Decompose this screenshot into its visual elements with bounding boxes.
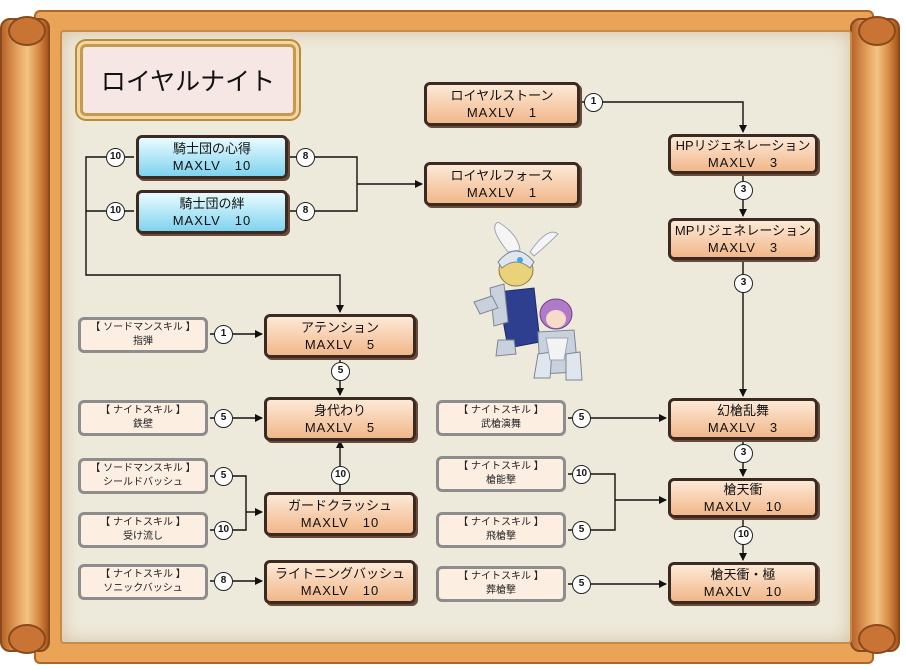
skill-max-level: MAXLV 10 (300, 583, 380, 598)
scroll-roll-left (0, 16, 50, 654)
badge-level: 5 (214, 409, 233, 428)
royal-knight-characters-image (473, 222, 583, 381)
prereq-sonic-bash[interactable]: 【 ナイトスキル 】 ソニックバッシュ (78, 564, 208, 600)
skill-max-level: MAXLV 5 (304, 337, 376, 352)
skill-max-level: MAXLV 10 (172, 158, 252, 173)
skill-name: ロイヤルストーン (450, 88, 554, 103)
skill-name: 幻槍乱舞 (716, 403, 769, 418)
badge-level: 10 (106, 202, 125, 221)
skill-guard-crash[interactable]: ガードクラッシュ MAXLV 10 (264, 492, 416, 536)
badge-level: 3 (734, 181, 753, 200)
prereq-name: 槍能撃 (486, 475, 516, 486)
skill-hp-regeneration[interactable]: HPリジェネレーション MAXLV 3 (668, 134, 818, 174)
skill-souten-kou[interactable]: 槍天衝 MAXLV 10 (668, 478, 818, 518)
badge-level: 5 (572, 521, 591, 540)
badge-level: 3 (734, 274, 753, 293)
prereq-name: 武槍演舞 (481, 419, 521, 430)
skill-royal-force[interactable]: ロイヤルフォース MAXLV 1 (424, 162, 580, 206)
skill-max-level: MAXLV 10 (300, 515, 380, 530)
badge-level: 5 (572, 575, 591, 594)
badge-level: 10 (572, 465, 591, 484)
prereq-category: 【 ソードマンスキル 】 (90, 463, 196, 474)
prereq-ukenagashi[interactable]: 【 ナイトスキル 】 受け流し (78, 512, 208, 548)
skill-name: 槍天衝・極 (710, 567, 776, 582)
skill-name: 騎士団の心得 (172, 141, 251, 156)
skill-max-level: MAXLV 3 (707, 155, 779, 170)
connector-stone-hp (582, 101, 747, 133)
connector-left-attention (85, 211, 344, 313)
skill-name: MPリジェネレーション (674, 223, 812, 238)
prereq-shidan[interactable]: 【 ソードマンスキル 】 指弾 (78, 317, 208, 353)
skill-max-level: MAXLV 10 (172, 213, 252, 228)
badge-level: 1 (214, 325, 233, 344)
skill-gensou-ranbu[interactable]: 幻槍乱舞 MAXLV 3 (668, 398, 818, 440)
badge-level: 3 (734, 444, 753, 463)
skill-max-level: MAXLV 3 (707, 240, 779, 255)
skill-migawari[interactable]: 身代わり MAXLV 5 (264, 397, 416, 441)
skill-mp-regeneration[interactable]: MPリジェネレーション MAXLV 3 (668, 218, 818, 260)
skill-name: アテンション (300, 320, 379, 335)
badge-level: 5 (214, 467, 233, 486)
badge-level: 10 (106, 148, 125, 167)
skill-souten-kou-goku[interactable]: 槍天衝・極 MAXLV 10 (668, 562, 818, 604)
badge-level: 5 (331, 362, 350, 381)
skill-kishidan-kizuna[interactable]: 騎士団の絆 MAXLV 10 (136, 190, 288, 234)
prereq-shield-bash[interactable]: 【 ソードマンスキル 】 シールドバッシュ (78, 458, 208, 494)
scroll-roll-cap (8, 624, 46, 654)
prereq-souno-geki[interactable]: 【 ナイトスキル 】 槍能撃 (436, 456, 566, 492)
badge-level: 8 (296, 148, 315, 167)
prereq-category: 【 ナイトスキル 】 (100, 569, 186, 580)
prereq-sousou-geki[interactable]: 【 ナイトスキル 】 葬槍撃 (436, 566, 566, 602)
prereq-hisou-geki[interactable]: 【 ナイトスキル 】 飛槍撃 (436, 512, 566, 548)
skill-royal-stone[interactable]: ロイヤルストーン MAXLV 1 (424, 82, 580, 126)
skill-lightning-bash[interactable]: ライトニングバッシュ MAXLV 10 (264, 560, 416, 604)
prereq-category: 【 ソードマンスキル 】 (90, 322, 196, 333)
prereq-category: 【 ナイトスキル 】 (100, 517, 186, 528)
prereq-name: 指弾 (133, 336, 153, 347)
prereq-name: ソニックバッシュ (103, 583, 183, 594)
prereq-name: 鉄壁 (133, 419, 153, 430)
prereq-category: 【 ナイトスキル 】 (458, 461, 544, 472)
prereq-name: シールドバッシュ (103, 477, 183, 488)
prereq-category: 【 ナイトスキル 】 (458, 517, 544, 528)
prereq-name: 飛槍撃 (486, 531, 516, 542)
scroll-roll-cap (8, 16, 46, 46)
skill-attention[interactable]: アテンション MAXLV 5 (264, 314, 416, 358)
skill-name: ロイヤルフォース (450, 168, 554, 183)
skill-max-level: MAXLV 10 (703, 584, 783, 599)
skill-max-level: MAXLV 1 (466, 185, 538, 200)
skill-max-level: MAXLV 1 (466, 105, 538, 120)
prereq-category: 【 ナイトスキル 】 (458, 405, 544, 416)
skill-kishidan-kokoroe[interactable]: 騎士団の心得 MAXLV 10 (136, 135, 288, 179)
connector-souno-hisou (568, 473, 616, 531)
prereq-name: 受け流し (123, 531, 163, 542)
badge-level: 10 (734, 526, 753, 545)
skill-name: 身代わり (313, 403, 366, 418)
badge-level: 8 (296, 202, 315, 221)
skill-name: 騎士団の絆 (179, 196, 245, 211)
badge-level: 10 (214, 521, 233, 540)
scroll-roll-cap (858, 16, 896, 46)
skill-name: HPリジェネレーション (675, 138, 811, 153)
badge-level: 8 (214, 572, 233, 591)
badge-level: 5 (572, 409, 591, 428)
skill-name: ガードクラッシュ (287, 498, 392, 513)
skill-max-level: MAXLV 5 (304, 420, 376, 435)
badge-level: 10 (331, 466, 350, 485)
scroll-roll-cap (858, 624, 896, 654)
prereq-busou-enbu[interactable]: 【 ナイトスキル 】 武槍演舞 (436, 400, 566, 436)
badge-level: 1 (584, 93, 603, 112)
prereq-teppeki[interactable]: 【 ナイトスキル 】 鉄壁 (78, 400, 208, 436)
prereq-name: 葬槍撃 (486, 585, 516, 596)
skill-max-level: MAXLV 3 (707, 420, 779, 435)
skill-name: ライトニングバッシュ (274, 566, 405, 581)
prereq-category: 【 ナイトスキル 】 (100, 405, 186, 416)
page-title: ロイヤルナイト (80, 44, 296, 116)
skill-max-level: MAXLV 10 (703, 499, 783, 514)
prereq-category: 【 ナイトスキル 】 (458, 571, 544, 582)
skill-name: 槍天衝 (723, 482, 763, 497)
